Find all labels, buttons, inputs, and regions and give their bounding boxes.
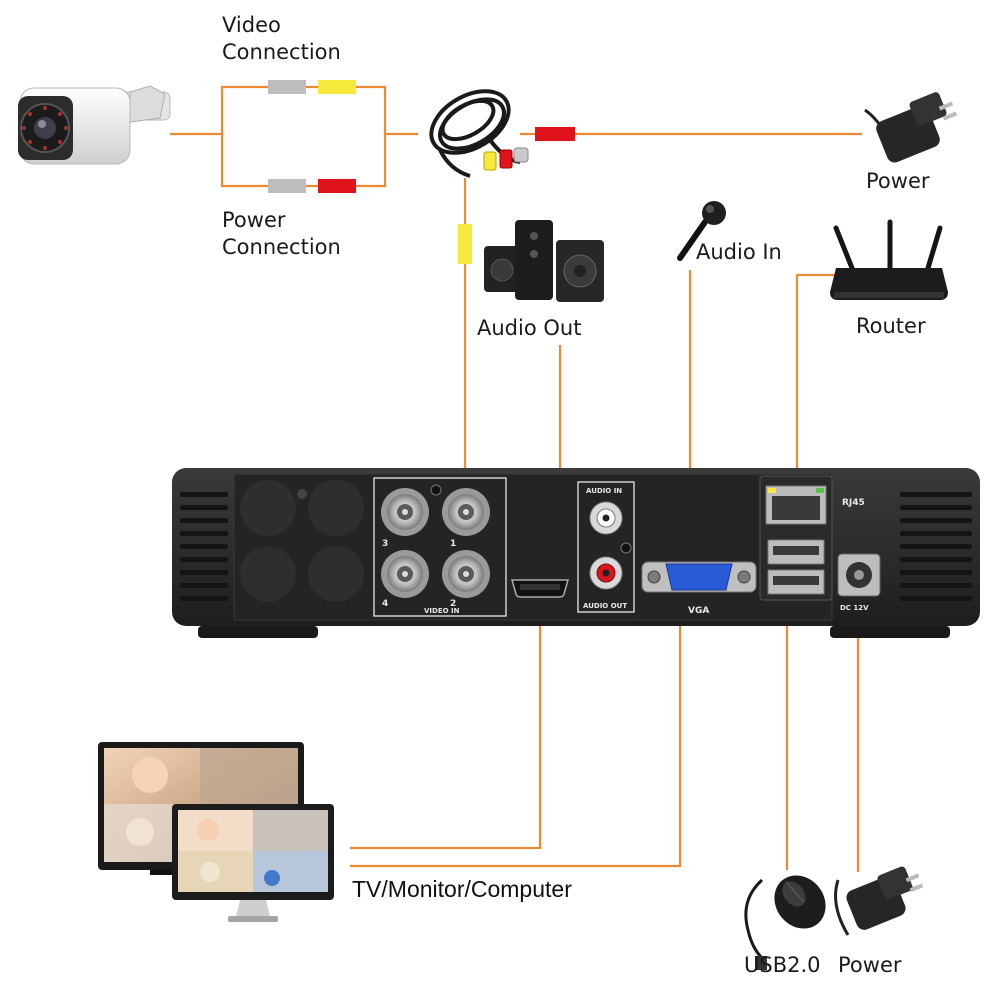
vga-port[interactable]: [641, 561, 757, 593]
microphone-icon: [677, 201, 726, 261]
wire-router: [795, 273, 838, 490]
rj45-label: RJ45: [842, 498, 865, 508]
bnc-port[interactable]: [381, 488, 429, 536]
wire-video-branch: [220, 85, 387, 134]
wire-hdmi: [350, 596, 542, 850]
power-connection-label-line1: Power: [222, 208, 286, 232]
audio-in-label-main: Audio In: [696, 240, 782, 264]
camera-icon: [18, 85, 171, 165]
audio-in-port[interactable]: [589, 501, 623, 535]
power-connection-label-line2: Connection: [222, 235, 341, 259]
usb-label: USB2.0: [744, 953, 821, 977]
hdmi-port[interactable]: [511, 579, 569, 598]
rj45-port[interactable]: [765, 485, 827, 525]
video-connection-label-line2: Connection: [222, 40, 341, 64]
bnc-number-3: 3: [382, 539, 388, 549]
video-in-frame: [373, 477, 507, 617]
usb-port-2[interactable]: [767, 569, 825, 595]
power-plug-gray: [268, 179, 306, 193]
power-bottom-label: Power: [838, 953, 902, 977]
video-plug-yellow: [318, 80, 356, 94]
bnc-number-4: 4: [382, 599, 388, 609]
bnc-port[interactable]: [442, 550, 490, 598]
dvr-icon: 3 1 4 2 VIDEO IN AUDIO IN AUDIO OUT: [172, 468, 980, 638]
speakers-icon: [484, 220, 604, 302]
bnc-number-1: 1: [450, 539, 456, 549]
vent-left: [180, 492, 228, 601]
audio-out-label-main: Audio Out: [477, 316, 581, 340]
bnc-port[interactable]: [442, 488, 490, 536]
bnc-number-2: 2: [450, 599, 456, 609]
power-adapter-icon: [864, 92, 958, 163]
usb-port-1[interactable]: [767, 539, 825, 565]
mouse-icon: [744, 875, 826, 970]
video-connection-label-line1: Video: [222, 13, 281, 37]
speaker-grille: [240, 480, 364, 602]
power-top-plug-red: [535, 127, 575, 141]
vga-label: VGA: [688, 606, 709, 616]
power-top-label: Power: [866, 169, 930, 193]
tv-monitor-computer-label: TV/Monitor/Computer: [352, 876, 572, 902]
router-icon: [830, 219, 948, 300]
video-in-label: VIDEO IN: [424, 607, 460, 615]
power-adapter-bottom-icon: [834, 866, 924, 936]
audio-in-label: AUDIO IN: [586, 487, 622, 495]
dc-port[interactable]: [837, 553, 881, 597]
dc-label: DC 12V: [840, 604, 869, 612]
wire-vga: [350, 590, 682, 868]
audio-out-port[interactable]: [589, 556, 623, 590]
cable-icon: [429, 89, 529, 178]
video-in-plug-yellow: [458, 224, 472, 264]
video-plug-gray: [268, 80, 306, 94]
audio-out-label: AUDIO OUT: [583, 602, 627, 610]
power-plug-red: [318, 179, 356, 193]
wire-power-branch: [220, 134, 387, 188]
monitor-front-icon: [172, 804, 334, 922]
bnc-connectors: [381, 488, 490, 598]
bnc-port[interactable]: [381, 550, 429, 598]
router-label: Router: [856, 314, 926, 338]
audio-frame: [577, 481, 635, 613]
vent-right: [900, 492, 972, 601]
